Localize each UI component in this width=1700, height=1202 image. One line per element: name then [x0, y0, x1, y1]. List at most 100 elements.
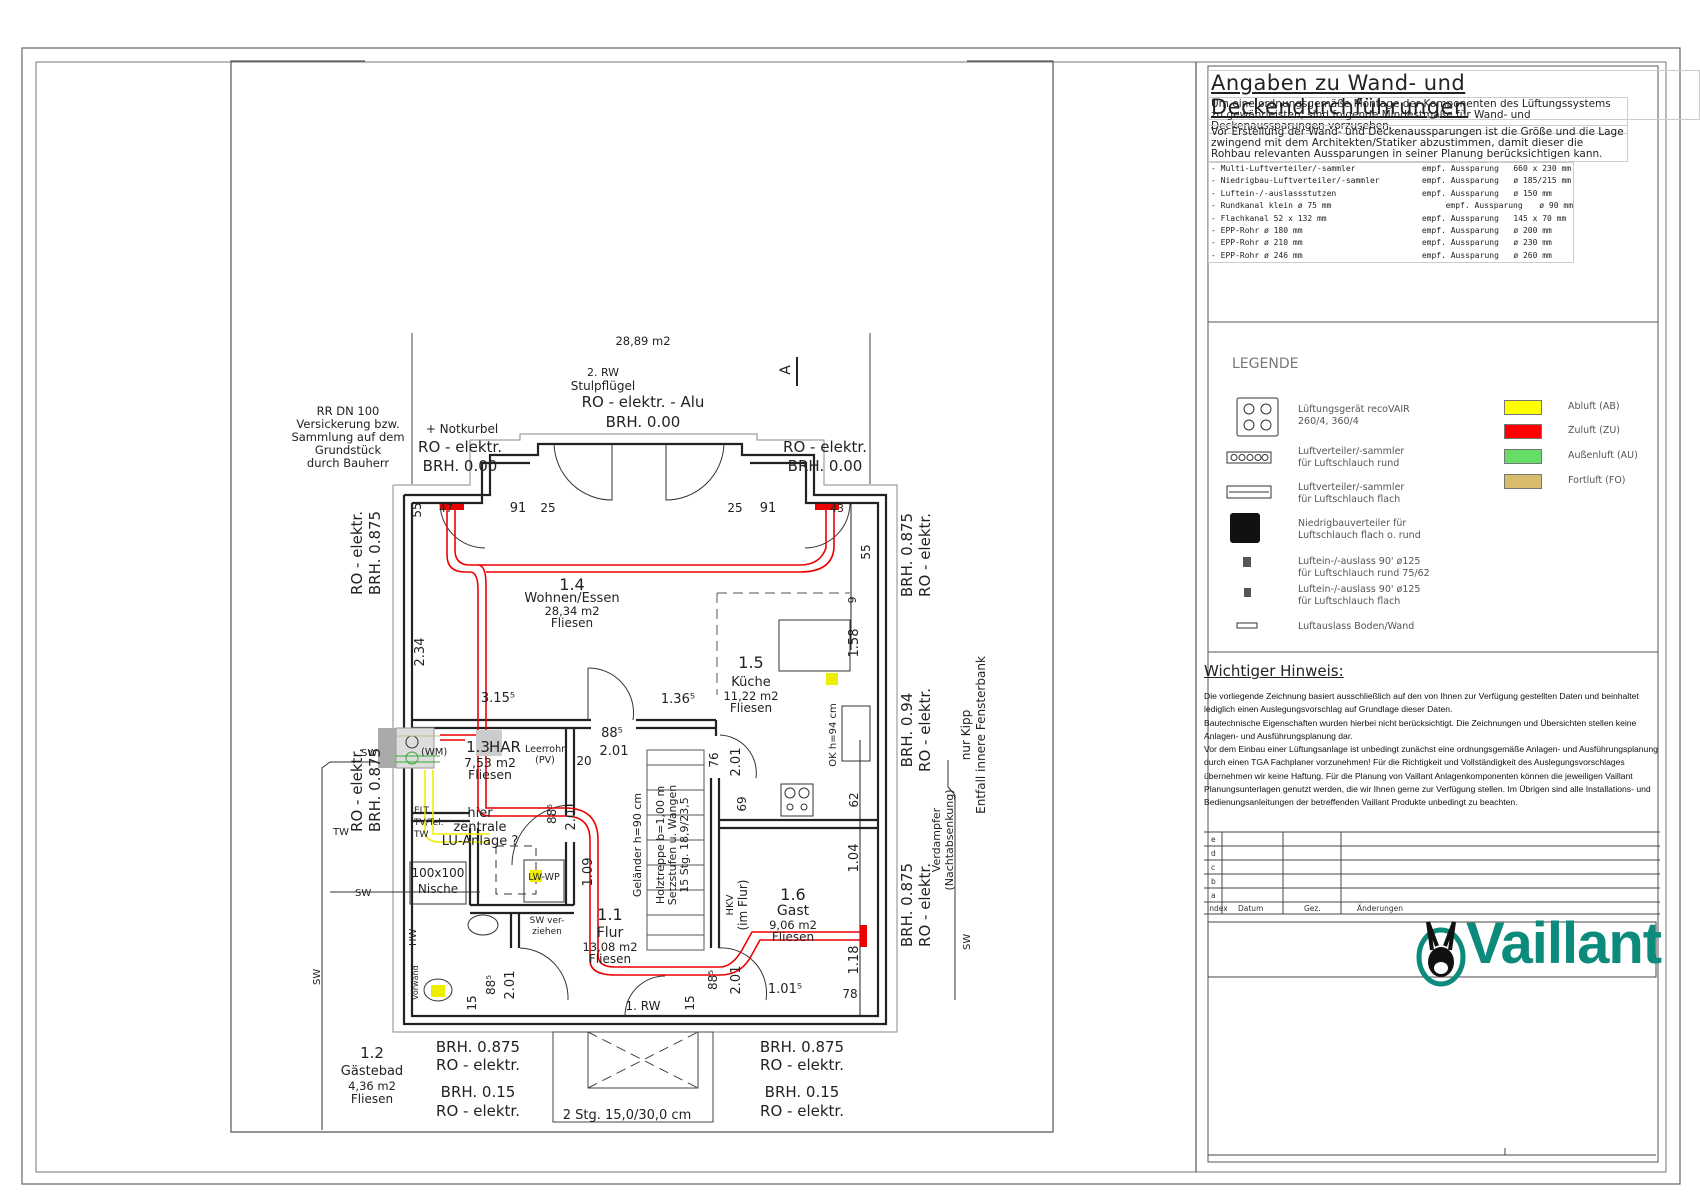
room-name: Küche [731, 675, 771, 690]
zentrale-line1: hier [467, 806, 493, 821]
rev-header-datum: Datum [1238, 904, 1264, 913]
elt-label: ELT [414, 806, 429, 816]
dim: 2.01 [729, 748, 744, 777]
dim: 2.01 [564, 802, 579, 831]
dim: 62 [847, 792, 861, 807]
rev-header-aenderungen: Änderungen [1357, 904, 1403, 913]
room-area: 11,22 m2 [723, 689, 778, 703]
room-name: Flur [597, 925, 624, 941]
outlet-flat-icon [1244, 588, 1251, 597]
bottom-left-window2-line1: BRH. 0.15 [441, 1083, 516, 1101]
ok-height-label: OK h=94 cm [828, 703, 839, 766]
left-window-upper-line2: BRH. 0.875 [366, 511, 384, 595]
supply-outlet-wohnen-right [815, 504, 839, 510]
dim: 1.36⁵ [661, 692, 695, 707]
ventilation-unit-icon [1236, 397, 1279, 437]
bottom-right-window2-line1: BRH. 0.15 [765, 1083, 840, 1101]
legend-text: Lüftungsgerät recoVAIR [1298, 404, 1410, 415]
room-name: HAR [489, 738, 521, 756]
bottom-left-window1-line2: RO - elektr. [436, 1056, 520, 1074]
section-marker-label: A [778, 365, 794, 375]
dim: 2.01 [600, 744, 629, 759]
kipp-line1: nur Kipp [959, 710, 973, 760]
entrance-door-label: 1. RW [626, 999, 661, 1013]
top-right-window-line1: RO - elektr. [783, 438, 867, 456]
legend-text: Luftauslass Boden/Wand [1298, 621, 1415, 632]
extract-air-ducts [424, 770, 490, 843]
sw-label-right: SW [962, 934, 973, 950]
room-floor: Fliesen [730, 701, 772, 715]
legend-text: für Luftschlauch flach [1298, 494, 1401, 505]
dim: 1.18 [847, 946, 862, 975]
item: - Luftein-/-auslassstutzen [1211, 188, 1337, 198]
stairs-railing: Geländer h=90 cm [631, 793, 644, 897]
sw-label-vertical: SW [312, 969, 323, 985]
leerrohr-line2: (PV) [535, 755, 555, 766]
label: empf. Aussparung [1421, 176, 1499, 186]
low-distributor-icon [1230, 513, 1260, 543]
kipp-line2: Entfall innere Fensterbank [974, 656, 988, 814]
wash-basin [467, 914, 499, 936]
drain-note-line: Versickerung bzw. [296, 417, 399, 431]
kitchen-boundary-dashed-path [716, 592, 850, 695]
value: ø 200 mm [1513, 225, 1552, 235]
item: - Multi-Luftverteiler/-sammler [1211, 164, 1356, 173]
stairs-line1: Holztreppe b=1,00 m [654, 786, 667, 904]
drain-note-line: Grundstück [315, 443, 382, 457]
label: empf. Aussparung [1421, 225, 1499, 235]
dim: 1.09 [581, 858, 596, 887]
legend-text: Luftschlauch flach o. rund [1298, 530, 1421, 541]
dim: 15 [465, 995, 479, 1010]
room-id: 1.3 [466, 738, 490, 756]
toilet [423, 978, 453, 1002]
room-area: 28,34 m2 [544, 604, 599, 618]
left-window-lower-line1: RO - elektr. [348, 748, 366, 832]
lw-wp-box [523, 859, 565, 903]
dim: 91 [510, 501, 527, 516]
dim: 55 [859, 544, 873, 559]
top-left-window-line2: BRH. 0.00 [423, 457, 498, 475]
right-window-lower-line1: BRH. 0.875 [898, 863, 916, 947]
item: - EPP-Rohr ø 180 mm [1211, 225, 1303, 235]
legend-color-fortluft: Fortluft (FO) [1568, 475, 1626, 486]
supply-outlet-wohnen-left [440, 504, 464, 510]
rev-index-b: b [1211, 877, 1216, 886]
notes-para2: Vor Erstellung der Wand- und Deckenaussp… [1208, 125, 1628, 162]
dim: 15 [683, 995, 697, 1010]
top-left-window-line1: RO - elektr. [418, 438, 502, 456]
legend-color-aussenluft: Außenluft (AU) [1568, 450, 1638, 461]
nische-line1: 100x100 [412, 866, 465, 880]
lwwp-label: LW-WP [528, 872, 560, 883]
nische-line2: Nische [418, 882, 458, 896]
legend-text: für Luftschlauch rund 75/62 [1298, 568, 1430, 579]
room-wohnen: 1.4 Wohnen/Essen 28,34 m2 Fliesen [524, 575, 619, 630]
kitchen-sink [841, 705, 871, 762]
verdampfer-line1: Verdampfer [930, 807, 943, 872]
value: ø 260 mm [1513, 250, 1552, 260]
dim: 88⁵ [706, 970, 720, 990]
verdampfer-line2: (Nachtabsenkung) [943, 789, 956, 890]
legend-text: für Luftschlauch flach [1298, 596, 1401, 607]
room-id: 1.1 [597, 905, 622, 924]
legend-item-floor-outlet: Luftauslass Boden/Wand [1298, 621, 1414, 633]
building-walls [392, 433, 898, 1033]
legend-color-zuluft: Zuluft (ZU) [1568, 425, 1620, 436]
dim: 91 [760, 501, 777, 516]
swatch-fortluft [1504, 474, 1542, 489]
dim: 25 [727, 501, 742, 515]
dim: 20 [576, 754, 591, 768]
room-flur: 1.1 Flur 13,08 m2 Fliesen [582, 905, 637, 966]
room-floor: Fliesen [589, 952, 631, 966]
right-window-upper-line2: RO - elektr. [916, 513, 934, 597]
vaillant-hare-logo [1416, 921, 1466, 987]
top-window-line3: RO - elektr. - Alu [582, 393, 705, 411]
hinweis-paragraph: Die vorliegende Zeichnung basiert aussch… [1204, 691, 1639, 715]
left-window-lower-line2: BRH. 0.875 [366, 748, 384, 832]
value: ø 230 mm [1513, 238, 1552, 248]
dim: 2.34 [413, 638, 428, 667]
